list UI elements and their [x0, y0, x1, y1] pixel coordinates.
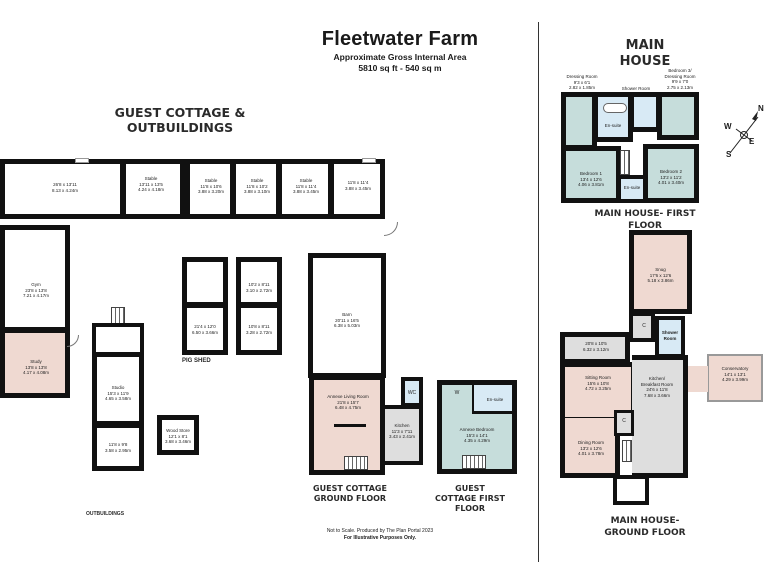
label-pig-shed: PIG SHED: [182, 358, 211, 364]
compass-south: S: [726, 150, 732, 159]
area-label: Approximate Gross Internal Area: [333, 52, 467, 62]
door-swing: [67, 335, 79, 347]
room-ensuite-ff: En-suite: [593, 92, 633, 142]
room-wood-store: Wood Store 12'1 x 8'1 3.68 x 3.46m: [157, 415, 199, 455]
staircase: [620, 150, 630, 175]
room-barn: Barn 20'11 x 16'5 6.38 x 5.03m: [308, 253, 386, 378]
room-pig-shed-1: [182, 257, 228, 307]
room-store-end: 11'8 x 11'4 3.88 x 3.45m: [329, 159, 385, 219]
room-annexe-ensuite: En-suite: [472, 380, 517, 414]
property-title: Fleetwater Farm: [321, 28, 479, 50]
disclaimer: Not to Scale. Produced by The Plan Porta…: [290, 528, 470, 542]
compass-east: E: [749, 137, 755, 146]
room-studio-side: 11'8 x 9'8 3.58 x 2.95m: [92, 423, 144, 471]
window: [75, 158, 89, 163]
label-outbuildings: OUTBUILDINGS: [85, 511, 125, 517]
room-stable-2: Stable 11'8 x 10'6 3.88 x 3.20m: [185, 159, 235, 219]
room-annexe-kitchen: Kitchen 11'3 x 7'11 3.43 x 2.41m: [385, 405, 423, 465]
room-shower-room-gf: Shower Room: [655, 316, 685, 358]
staircase: [622, 440, 632, 462]
compass-icon: [729, 111, 759, 154]
room-snug: Snug 17'6 x 12'6 5.18 x 3.86m: [629, 230, 692, 314]
room-pig-shed-2: 21'4 x 12'0 6.50 x 3.66m: [182, 303, 228, 355]
room-dressing-room: [561, 92, 597, 150]
label-main-house-ground-floor: MAIN HOUSE- GROUND FLOOR: [604, 516, 686, 538]
area-value: 5810 sq ft - 540 sq m: [358, 63, 442, 73]
room-conservatory: Conservatory 14'1 x 13'1 4.29 x 3.99m: [707, 354, 763, 402]
label-dressing-room: Dressing Room 9'3 x 6'1 2.82 x 1.85m: [566, 74, 598, 90]
section-title-guest-cottage-outbuildings: GUEST COTTAGE & OUTBUILDINGS: [114, 105, 246, 135]
window: [362, 158, 376, 163]
room-outbuilding-large: 26'8 x 13'11 8.13 x 4.24m: [0, 159, 125, 219]
fireplace: [334, 424, 366, 427]
room-cupboard-gf: C: [629, 312, 655, 342]
room-gym: Gym 23'8 x 13'8 7.21 x 4.17m: [0, 225, 70, 332]
label-guest-cottage-ground-floor: GUEST COTTAGE GROUND FLOOR: [313, 484, 387, 503]
conservatory-link: [688, 366, 708, 392]
room-pig-shed-3: 10'2 x 8'11 3.10 x 2.72m: [236, 257, 282, 307]
label-guest-cottage-first-floor: GUEST COTTAGE FIRST FLOOR: [435, 484, 505, 513]
room-bedroom-3: [657, 92, 699, 140]
room-porch: [613, 475, 649, 505]
room-bedroom-1: Bedroom 1 13'4 x 12'6 4.06 x 3.81m: [561, 146, 621, 203]
room-stable-1: Stable 13'11 x 13'5 4.24 x 4.18m: [121, 159, 185, 219]
room-cupboard-gf-2: C: [614, 410, 634, 436]
disclaimer-line-2: For Illustrative Purposes Only.: [343, 535, 417, 541]
room-stable-4: Stable 11'8 x 11'4 3.88 x 3.45m: [277, 159, 333, 219]
area-summary: Approximate Gross Internal Area 5810 sq …: [300, 52, 500, 74]
room-annexe-living: Annexe Living Room 21'8 x 15'7 6.48 x 4.…: [309, 375, 385, 475]
room-bedroom-2: Bedroom 2 13'2 x 11'2 4.01 x 3.40m: [643, 144, 699, 203]
label-bedroom-3: Bedroom 3/ Dressing Room 9'9 x 7'0 2.75 …: [664, 68, 696, 90]
door-swing: [384, 222, 398, 236]
compass-north: N: [758, 104, 764, 113]
label-shower-room-ff: Shower Room: [621, 86, 651, 91]
room-studio: Studio 15'3 x 11'9 4.65 x 3.58m: [92, 352, 144, 426]
room-stable-3: Stable 11'8 x 10'2 3.88 x 3.10m: [231, 159, 281, 219]
bathtub-icon: [603, 103, 627, 113]
staircase: [344, 456, 368, 470]
room-study: Study 13'8 x 13'8 4.17 x 4.08m: [0, 328, 70, 398]
disclaimer-line-1: Not to Scale. Produced by The Plan Porta…: [326, 528, 434, 534]
section-divider: [538, 22, 539, 562]
label-main-house-first-floor: MAIN HOUSE- FIRST FLOOR: [594, 209, 696, 231]
staircase: [462, 455, 486, 469]
compass-west: W: [724, 122, 732, 131]
room-utility: 20'8 x 10'5 6.32 x 3.12m: [560, 332, 630, 364]
room-kitchen-breakfast: Kitchen/ Breakfast Room 24'6 x 11'8 7.68…: [632, 355, 688, 478]
room-dining-room: Dining Room 13'2 x 12'6 4.01 x 3.78m: [560, 418, 620, 478]
room-annexe-wc: WC: [401, 377, 423, 407]
room-pig-shed-4: 10'8 x 8'11 3.28 x 2.72m: [236, 303, 282, 355]
section-title-main-house: MAIN HOUSE: [619, 38, 671, 69]
